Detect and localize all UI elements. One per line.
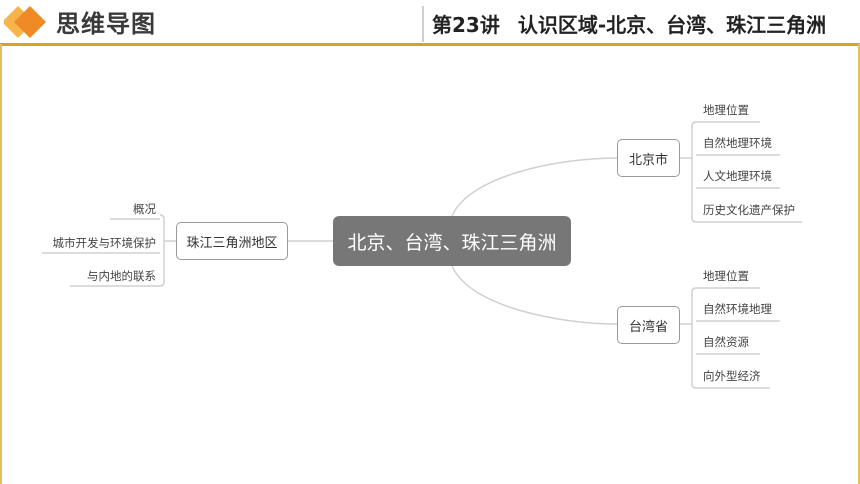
lesson-number: 第23讲 [432, 13, 500, 37]
branch-node-beijing[interactable]: 北京市 [617, 139, 680, 177]
link-center-taiwan [451, 265, 618, 325]
leaf-taiwan-3[interactable]: 自然资源 [703, 335, 749, 349]
leaf-taiwan-1[interactable]: 地理位置 [703, 269, 749, 283]
header-underline [0, 43, 860, 46]
branch-node-taiwan[interactable]: 台湾省 [617, 306, 680, 344]
header-separator [422, 6, 424, 42]
branch-node-zhujiang[interactable]: 珠江三角洲地区 [176, 222, 288, 260]
frame-left-border [0, 44, 2, 484]
leaf-beijing-2[interactable]: 自然地理环境 [703, 136, 772, 150]
central-topic-node[interactable]: 北京、台湾、珠江三角洲 [333, 216, 571, 266]
link-center-beijing [451, 157, 618, 217]
link-zhujiang-bracket [159, 214, 165, 287]
leaf-beijing-1[interactable]: 地理位置 [703, 103, 749, 117]
link-beijing-bracket [691, 121, 697, 223]
frame-right-border [858, 44, 860, 484]
header-bar: 思维导图 第23讲认识区域-北京、台湾、珠江三角洲 [0, 0, 860, 44]
leaf-zhujiang-2[interactable]: 城市开发与环境保护 [52, 236, 157, 250]
leaf-beijing-3[interactable]: 人文地理环境 [703, 169, 772, 183]
link-taiwan-bracket [691, 287, 697, 389]
header-title: 思维导图 [56, 9, 156, 38]
leaf-zhujiang-3[interactable]: 与内地的联系 [87, 269, 156, 283]
lesson-topic: 认识区域-北京、台湾、珠江三角洲 [517, 13, 827, 37]
leaf-beijing-4[interactable]: 历史文化遗产保护 [703, 203, 795, 217]
orange-diamond-logo-icon [4, 6, 46, 38]
leaf-taiwan-2[interactable]: 自然环境地理 [703, 302, 772, 316]
leaf-zhujiang-1[interactable]: 概况 [133, 202, 156, 216]
lecture-title: 第23讲认识区域-北京、台湾、珠江三角洲 [432, 9, 826, 38]
leaf-taiwan-4[interactable]: 向外型经济 [703, 369, 761, 383]
